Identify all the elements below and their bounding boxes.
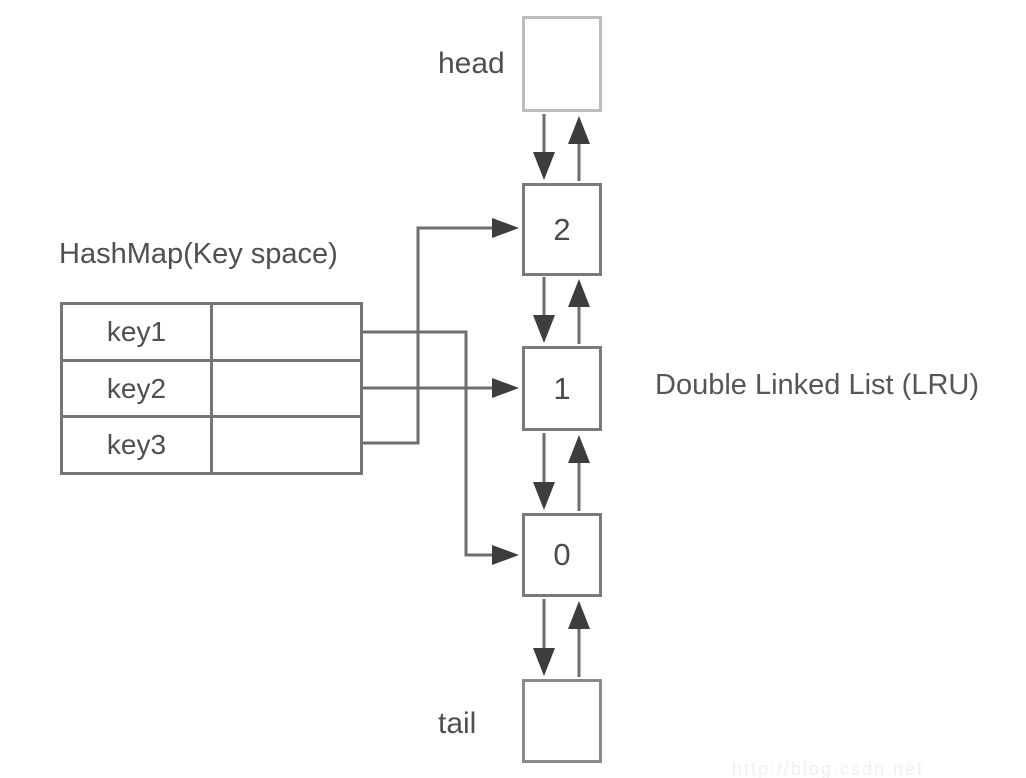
hashmap-table: key1 key2 key3 — [60, 302, 363, 475]
hashmap-title: HashMap(Key space) — [59, 238, 338, 270]
hashmap-row-key1: key1 — [63, 305, 360, 362]
key1-cell: key1 — [63, 305, 213, 359]
key3-cell: key3 — [63, 418, 213, 473]
link-node0-tail — [533, 599, 590, 677]
hashmap-row-key2: key2 — [63, 361, 360, 419]
head-label: head — [438, 47, 505, 80]
pointer-key1-to-node0 — [363, 330, 519, 565]
linked-list-label: Double Linked List (LRU) — [655, 369, 979, 401]
key2-value-cell — [213, 362, 360, 416]
hashmap-row-key3: key3 — [63, 418, 360, 473]
link-node1-node0 — [533, 433, 590, 511]
node-2-value: 2 — [553, 211, 571, 247]
watermark-text: http://blog.csdn.net — [732, 759, 925, 778]
node-0-value: 0 — [553, 537, 571, 572]
link-head-node2 — [533, 114, 590, 181]
link-node2-node1 — [533, 277, 590, 344]
key2-cell: key2 — [63, 361, 213, 416]
list-node-1: 1 — [522, 346, 602, 431]
tail-sentinel-box — [522, 679, 602, 763]
pointer-key3-to-node2 — [363, 218, 519, 445]
pointer-key2-to-node1 — [363, 378, 519, 398]
key3-value-cell — [213, 418, 360, 472]
node-1-value: 1 — [553, 370, 571, 406]
head-sentinel-box — [522, 16, 602, 112]
tail-label: tail — [438, 707, 477, 740]
list-node-0: 0 — [522, 513, 602, 597]
key1-value-cell — [213, 305, 360, 359]
list-node-2: 2 — [522, 183, 602, 276]
